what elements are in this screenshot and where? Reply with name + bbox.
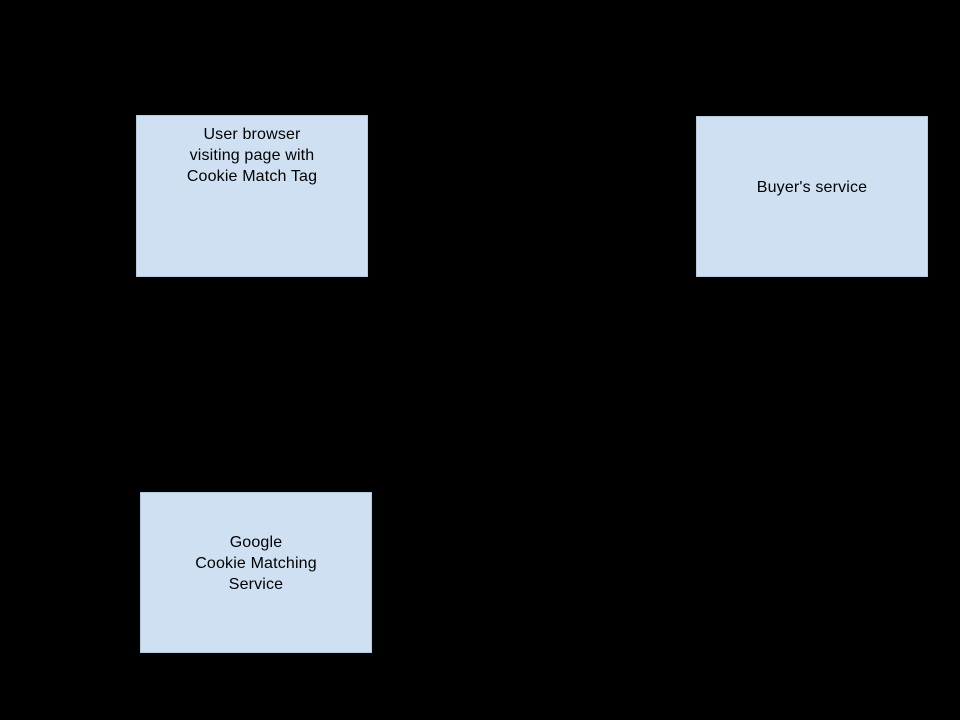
node-user-browser-label: User browser visiting page with Cookie M… xyxy=(186,125,318,185)
node-google-cookie-matching-service[interactable]: Google Cookie Matching Service xyxy=(140,492,372,653)
node-buyers-service-label: Buyer's service xyxy=(756,179,868,196)
node-google-cookie-matching-service-label: Google Cookie Matching Service xyxy=(195,534,317,593)
node-user-browser[interactable]: User browser visiting page with Cookie M… xyxy=(136,115,368,277)
node-buyers-service[interactable]: Buyer's service xyxy=(696,116,928,277)
